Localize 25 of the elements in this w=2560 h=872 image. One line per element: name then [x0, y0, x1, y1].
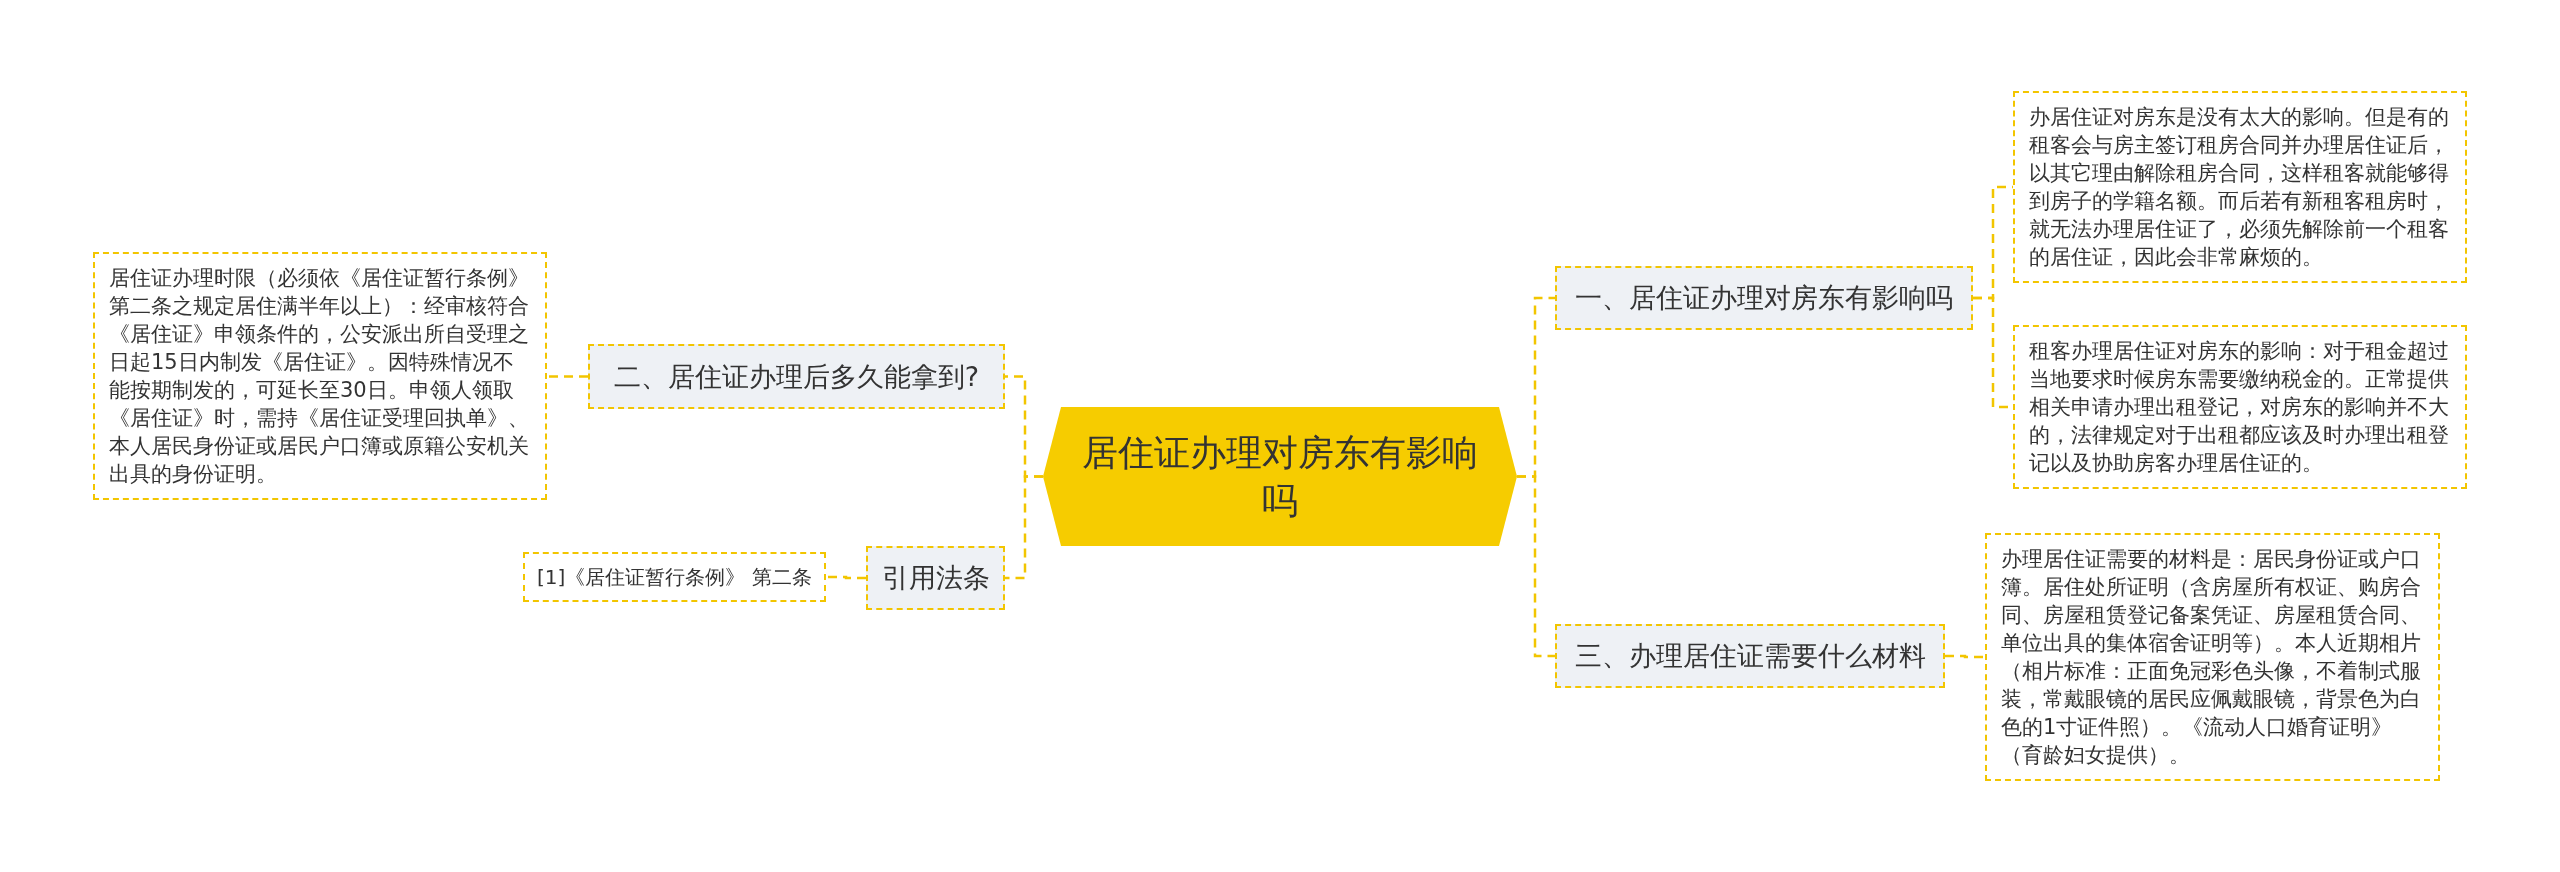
connector-line: [547, 375, 588, 378]
topic-title: 居住证办理对房东有影响吗: [1081, 430, 1479, 523]
branch-box: [1555, 624, 1945, 688]
connector-line: [1517, 475, 1555, 658]
branch-box: [588, 344, 1005, 409]
connector-line: [1005, 475, 1043, 580]
note-text: 办理居住证需要的材料是：居民身份证或户口簿。居住处所证明（含房屋所有权证、购房合同、房屋租赁登记备案凭证、房屋租赁合同、单位出具的集体宿舍证明等）。本人近期相片（相片标准：正面免冠彩色头像，不着制式服装，常戴眼镜的居民应佩戴眼镜，背景色为白色的1寸证件照）。《流动人口婚育证明》（育龄妇女提供）。: [2001, 546, 2422, 769]
branch-box: [1555, 266, 1973, 330]
connector-line: [825, 575, 866, 580]
note-text: 居住证办理时限（必须依《居住证暂行条例》第二条之规定居住满半年以上）：经审核符合《居住证》申领条件的，公安派出所自受理之日起15日内制发《居住证》。因特殊情况不能按期制发的，可延长至30日。申领人领取《居住证》时，需持《居住证受理回执单》、本人居民身份证或居民户口簿或原籍公安机关出具的身份证明。: [109, 265, 530, 488]
branch-box: [866, 546, 1005, 610]
note-box: [1985, 533, 2440, 781]
branch-title: 一、居住证办理对房东有影响吗: [1575, 281, 1953, 315]
topic-hexagon: [1043, 407, 1517, 546]
branch-title: 三、办理居住证需要什么材料: [1574, 639, 1926, 673]
citation-text: [1]《居住证暂行条例》 第二条: [537, 564, 812, 591]
note-text: 租客办理居住证对房东的影响：对于租金超过当地要求时候房东需要缴纳税金的。正常提供相关申请办理出租登记，对房东的影响并不大的，法律规定对于出租都应该及时办理出租登记以及协助房客办理居住证的。: [2029, 338, 2450, 477]
branch-title: 引用法条: [881, 561, 990, 595]
note-box: [93, 252, 547, 500]
citation-box: [523, 552, 826, 602]
note-box: [2013, 325, 2467, 489]
branch-title: 二、居住证办理后多久能拿到?: [613, 359, 980, 394]
note-box: [2013, 91, 2467, 283]
note-text: 办居住证对房东是没有太大的影响。但是有的租客会与房主签订租房合同并办理居住证后，以其它理由解除租房合同，这样租客就能够得到房子的学籍名额。而后若有新租客租房时，就无法办理居住证了，必须先解除前一个租客的居住证，因此会非常麻烦的。: [2029, 104, 2450, 271]
connector-line: [1945, 654, 1985, 659]
